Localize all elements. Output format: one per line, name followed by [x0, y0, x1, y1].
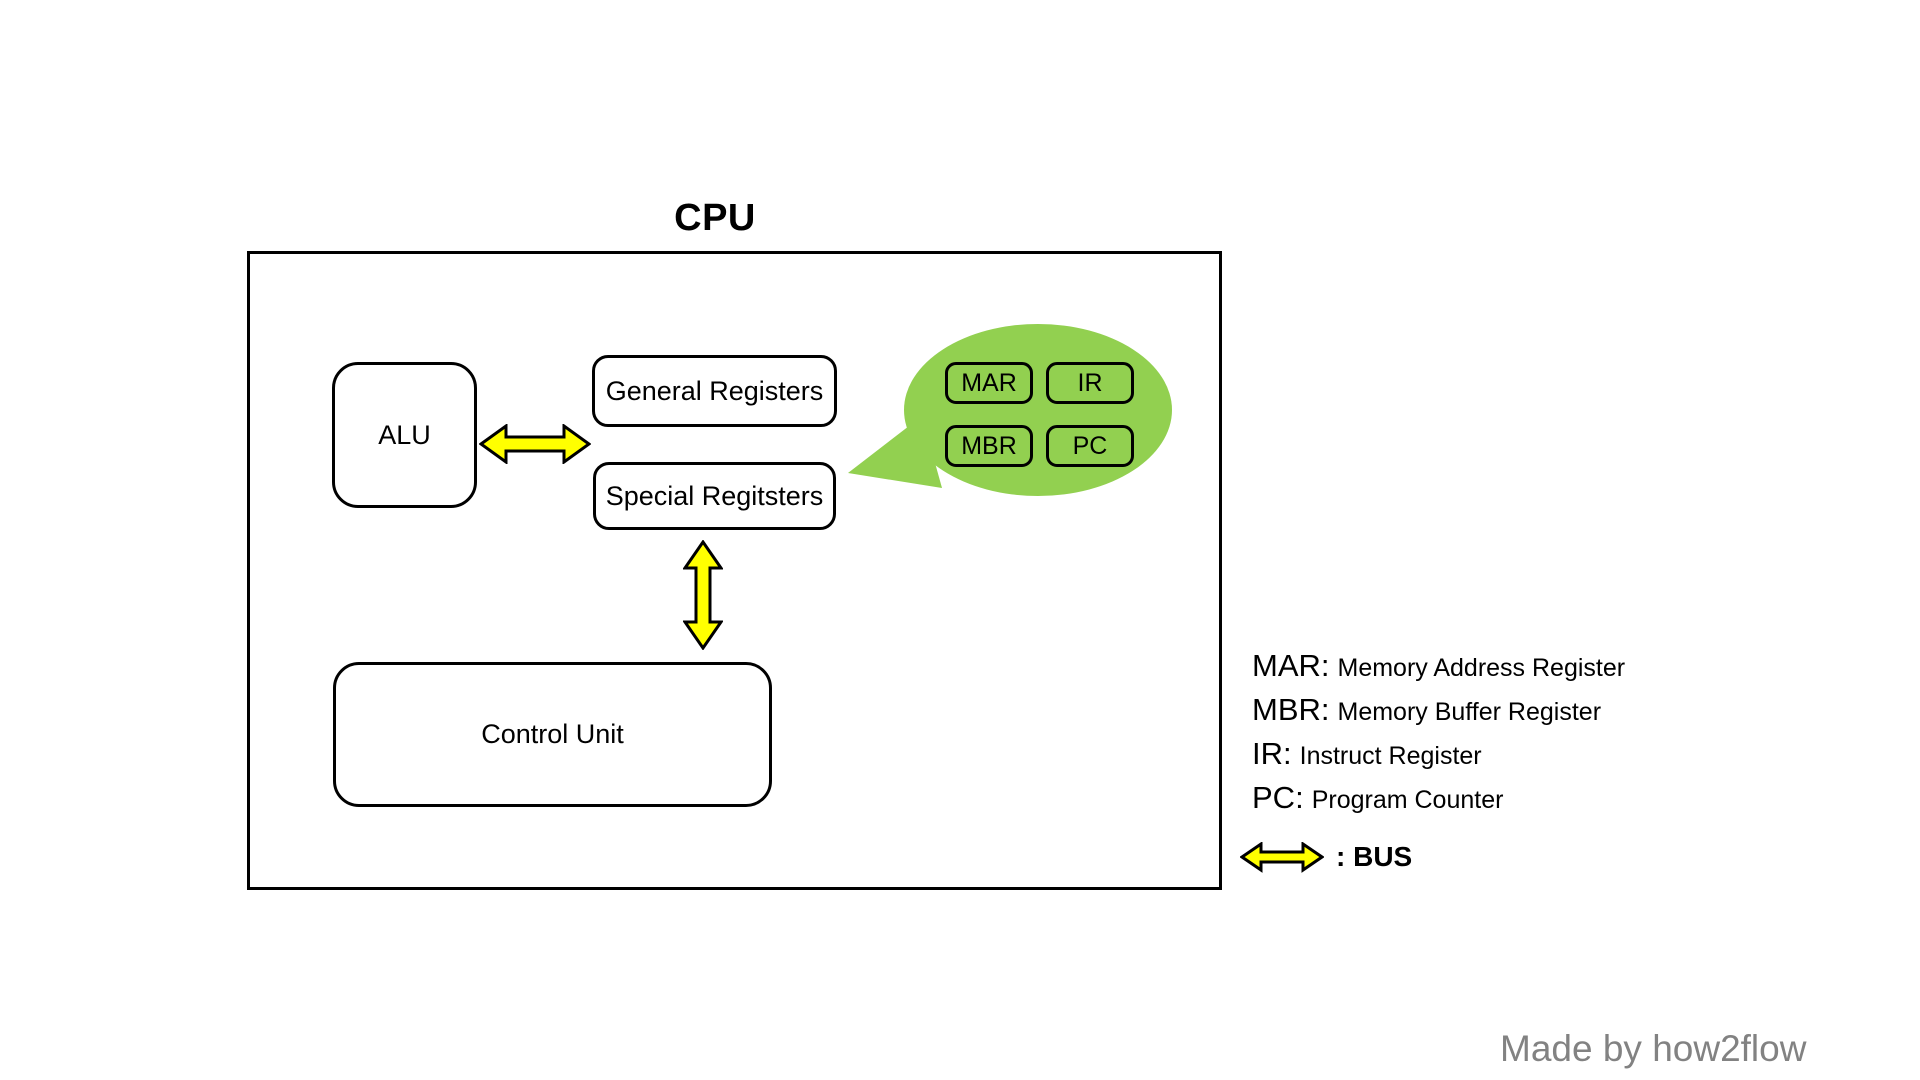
legend-row-mbr: MBR:Memory Buffer Register [1252, 688, 1625, 732]
legend-abbr-mar: MAR: [1252, 648, 1330, 683]
diagram-title: CPU [674, 197, 756, 239]
legend-row-pc: PC:Program Counter [1252, 776, 1625, 820]
block-special-registers-label: Special Regitsters [605, 480, 824, 511]
legend-abbr-pc: PC: [1252, 780, 1304, 815]
legend-row-mar: MAR:Memory Address Register [1252, 644, 1625, 688]
bus-key-label: : BUS [1336, 841, 1413, 872]
bus-arrow-horizontal-icon [479, 424, 591, 464]
bus-key: : BUS [1240, 841, 1412, 873]
legend-desc-mar: Memory Address Register [1337, 654, 1626, 682]
credit-text: Made by how2flow [1500, 1028, 1807, 1069]
legend-abbr-ir: IR: [1252, 736, 1292, 771]
bus-key-arrow-icon [1240, 841, 1324, 873]
bus-arrow-vertical-icon [683, 540, 723, 650]
register-chip-ir-label: IR [1077, 368, 1103, 397]
legend-desc-mbr: Memory Buffer Register [1337, 698, 1602, 726]
register-chip-ir: IR [1046, 362, 1134, 404]
block-special-registers: Special Regitsters [593, 462, 836, 530]
register-chip-mbr: MBR [945, 425, 1033, 467]
block-general-registers-label: General Registers [605, 375, 824, 406]
register-chip-mar: MAR [945, 362, 1033, 404]
legend-desc-pc: Program Counter [1311, 786, 1504, 814]
speech-bubble-icon [848, 324, 1172, 496]
block-alu-label: ALU [378, 419, 431, 450]
block-control-unit: Control Unit [333, 662, 772, 807]
block-control-unit-label: Control Unit [481, 719, 624, 749]
register-chip-mbr-label: MBR [961, 431, 1017, 460]
legend-desc-ir: Instruct Register [1299, 742, 1482, 770]
block-alu: ALU [332, 362, 477, 508]
register-chip-mar-label: MAR [961, 368, 1017, 397]
legend-row-ir: IR:Instruct Register [1252, 732, 1625, 776]
legend-abbr-mbr: MBR: [1252, 692, 1330, 727]
register-chip-pc-label: PC [1072, 431, 1108, 460]
register-chip-pc: PC [1046, 425, 1134, 467]
block-general-registers: General Registers [592, 355, 837, 427]
legend: MAR:Memory Address Register MBR:Memory B… [1252, 644, 1625, 820]
